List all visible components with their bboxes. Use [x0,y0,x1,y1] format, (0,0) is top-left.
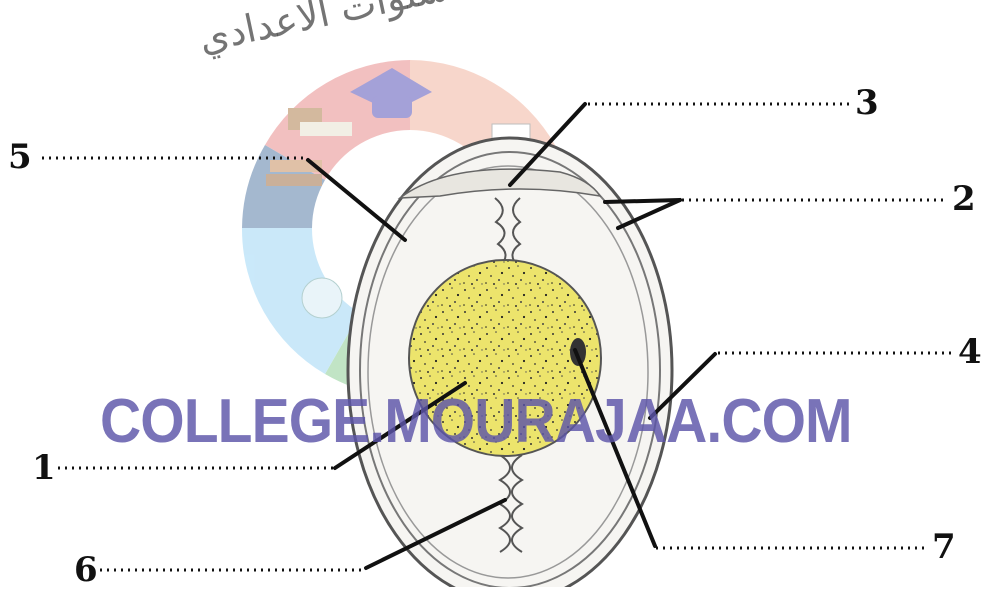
label-4: 4 [958,335,982,369]
label-5: 5 [8,140,32,174]
watermark-url: COLLEGE.MOURAJAA.COM [100,386,852,457]
label-3: 3 [855,86,879,120]
label-6: 6 [74,553,98,587]
label-1: 1 [32,451,56,485]
label-7: 7 [932,530,956,564]
label-2: 2 [952,182,976,216]
